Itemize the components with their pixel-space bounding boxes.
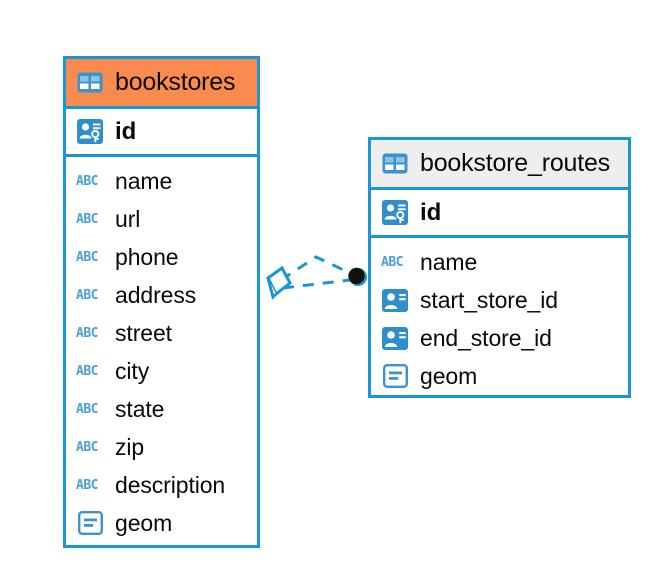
- field-label: street: [115, 319, 172, 346]
- entity-bookstores[interactable]: bookstores id ABC name: [63, 56, 260, 548]
- foreign-key-icon: [381, 325, 409, 351]
- field-label: url: [115, 205, 141, 232]
- relationship-line-upper: [280, 255, 353, 282]
- text-abc-icon: ABC: [381, 254, 403, 270]
- foreign-key-icon: [381, 287, 409, 313]
- field-row[interactable]: ABC zip: [66, 428, 257, 466]
- table-icon: [76, 70, 104, 96]
- entity-title: bookstores: [115, 68, 236, 96]
- field-row[interactable]: start_store_id: [371, 281, 628, 319]
- entity-title: bookstore_routes: [420, 149, 610, 177]
- primary-key-row[interactable]: id: [66, 109, 257, 157]
- field-label: address: [115, 281, 197, 308]
- field-row[interactable]: ABC city: [66, 352, 257, 390]
- diamond-marker: [266, 265, 292, 300]
- field-row[interactable]: ABC url: [66, 200, 257, 238]
- relationship-line-lower: [282, 278, 351, 290]
- text-abc-icon: ABC: [76, 287, 98, 303]
- field-label: start_store_id: [420, 286, 558, 313]
- text-abc-icon: ABC: [76, 477, 98, 493]
- field-row[interactable]: ABC street: [66, 314, 257, 352]
- field-row[interactable]: ABC name: [371, 243, 628, 281]
- text-abc-icon: ABC: [76, 401, 98, 417]
- field-list-bookstores: ABC name ABC url ABC phone ABC address A…: [66, 157, 257, 546]
- field-label: geom: [420, 362, 478, 389]
- text-abc-icon: ABC: [76, 211, 98, 227]
- primary-key-icon: [76, 119, 104, 145]
- entity-bookstore-routes[interactable]: bookstore_routes id ABC name: [368, 137, 631, 398]
- field-label: end_store_id: [420, 324, 552, 351]
- primary-key-icon: [381, 200, 409, 226]
- field-label: zip: [115, 433, 145, 460]
- field-row[interactable]: geom: [66, 504, 257, 542]
- field-label: city: [115, 357, 150, 384]
- entity-header-bookstores[interactable]: bookstores: [66, 59, 257, 109]
- field-row[interactable]: end_store_id: [371, 319, 628, 357]
- field-row[interactable]: ABC name: [66, 162, 257, 200]
- primary-key-label: id: [420, 198, 442, 226]
- field-row[interactable]: ABC state: [66, 390, 257, 428]
- field-list-bookstore-routes: ABC name start_store_id: [371, 238, 628, 399]
- filled-circle-marker: [348, 267, 367, 286]
- field-row[interactable]: ABC address: [66, 276, 257, 314]
- field-label: phone: [115, 243, 179, 270]
- text-abc-icon: ABC: [76, 173, 98, 189]
- field-label: name: [420, 248, 478, 275]
- field-label: name: [115, 167, 173, 194]
- field-row[interactable]: ABC description: [66, 466, 257, 504]
- primary-key-label: id: [115, 117, 137, 145]
- text-abc-icon: ABC: [76, 439, 98, 455]
- primary-key-row[interactable]: id: [371, 190, 628, 238]
- field-label: geom: [115, 509, 173, 536]
- field-row[interactable]: geom: [371, 357, 628, 395]
- text-abc-icon: ABC: [76, 325, 98, 341]
- table-icon: [381, 151, 409, 177]
- geometry-icon: [76, 510, 104, 536]
- field-row[interactable]: ABC phone: [66, 238, 257, 276]
- text-abc-icon: ABC: [76, 249, 98, 265]
- entity-header-bookstore-routes[interactable]: bookstore_routes: [371, 140, 628, 190]
- field-label: state: [115, 395, 165, 422]
- text-abc-icon: ABC: [76, 363, 98, 379]
- field-label: description: [115, 471, 226, 498]
- geometry-icon: [381, 363, 409, 389]
